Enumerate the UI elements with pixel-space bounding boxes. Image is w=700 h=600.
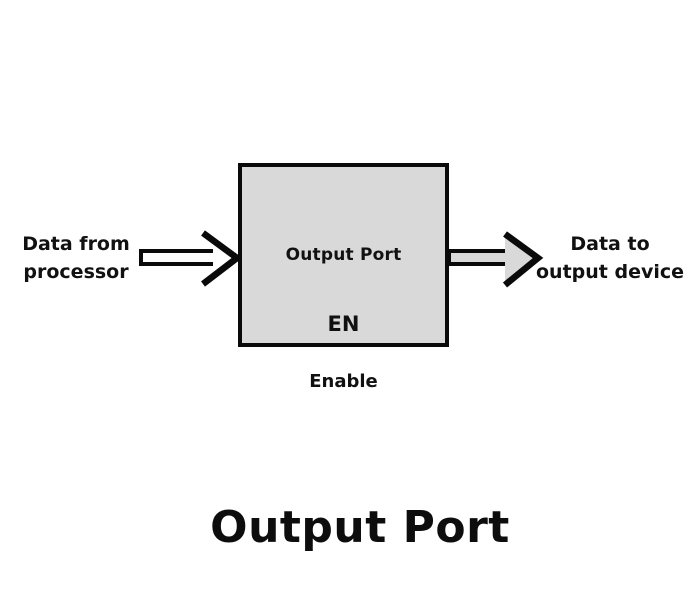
output-arrow-icon: [447, 231, 544, 288]
enable-label: Enable: [309, 371, 378, 392]
output-port-box: Output Port EN: [238, 163, 449, 347]
input-data-label: Data from processor: [6, 230, 146, 286]
output-data-label-line1: Data to: [570, 233, 650, 255]
input-data-label-line2: processor: [23, 261, 129, 283]
output-port-box-label: Output Port: [285, 245, 402, 265]
diagram-title: Output Port: [210, 502, 510, 553]
input-arrow-icon: [139, 230, 243, 287]
output-data-label: Data to output device: [528, 230, 692, 286]
output-data-label-line2: output device: [535, 261, 685, 283]
input-data-label-line1: Data from: [22, 233, 130, 255]
enable-pin-label: EN: [327, 312, 360, 336]
